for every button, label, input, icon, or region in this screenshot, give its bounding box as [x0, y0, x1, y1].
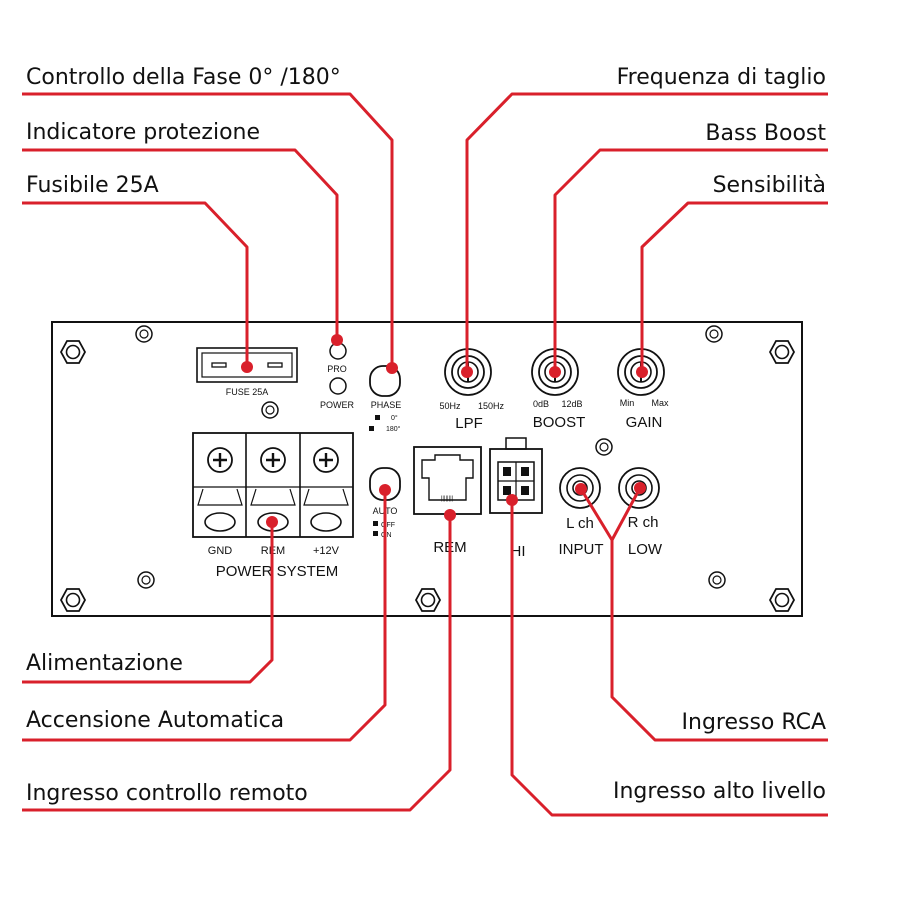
callout-dot [549, 366, 561, 378]
auto-off-label: OFF [381, 522, 395, 529]
callout-remote-control-input: Ingresso controllo remoto [26, 781, 308, 806]
screw-icon [768, 588, 796, 612]
callout-dot [241, 361, 253, 373]
mounting-hole-icon [595, 438, 613, 456]
gain-min-label: Min [620, 398, 635, 408]
mounting-hole-icon [708, 571, 726, 589]
callout-line-boost [553, 148, 828, 372]
callout-lines [22, 92, 828, 817]
callout-dot [636, 366, 648, 378]
phase-switch[interactable] [369, 365, 401, 397]
lpf-label: LPF [455, 415, 483, 432]
callout-line-remote [22, 515, 452, 812]
rca-left-jack[interactable] [559, 467, 601, 509]
gnd-label: GND [208, 545, 233, 557]
phase-0-label: 0° [391, 414, 398, 422]
amplifier-panel: FUSE 25A PRO POWER PHASE 0° 180° 50Hz 15… [51, 321, 803, 617]
screw-icon [59, 340, 87, 364]
gnd-terminal[interactable] [197, 447, 243, 532]
gain-max-label: Max [651, 398, 669, 408]
callout-labels: Controllo della Fase 0° /180° Indicatore… [26, 65, 826, 806]
callout-auto-power-on: Accensione Automatica [26, 708, 284, 733]
phase-switch-position-icon [375, 415, 380, 420]
lpf-max-label: 150Hz [478, 401, 505, 411]
screw-icon [59, 588, 87, 612]
callout-rca-input: Ingresso RCA [682, 710, 826, 735]
phase-180-label: 180° [386, 425, 401, 433]
callout-line-rca-right [610, 487, 642, 541]
callout-dot [266, 516, 278, 528]
input-label: INPUT [559, 541, 604, 558]
boost-label: BOOST [533, 414, 586, 431]
lch-label: L ch [566, 515, 594, 532]
low-label: LOW [628, 541, 663, 558]
auto-switch-position-icon [373, 531, 378, 536]
plus12v-label: +12V [313, 545, 340, 557]
callout-bass-boost: Bass Boost [705, 121, 826, 146]
callout-dot [386, 362, 398, 374]
callout-power-supply: Alimentazione [26, 651, 183, 676]
callout-high-level-input: Ingresso alto livello [613, 779, 826, 804]
mounting-hole-icon [137, 571, 155, 589]
callout-line-sensitivity [640, 201, 828, 372]
hi-level-connector[interactable] [489, 437, 543, 514]
power-terminal-block [192, 432, 354, 538]
callout-sensitivity: Sensibilità [713, 173, 826, 198]
callout-dot [575, 483, 587, 495]
fuse-label: FUSE 25A [226, 387, 269, 397]
rem-terminal[interactable] [250, 447, 296, 532]
mounting-hole-icon [135, 325, 153, 343]
screw-icon [414, 588, 442, 612]
lpf-min-label: 50Hz [439, 401, 461, 411]
callout-phase-control: Controllo della Fase 0° /180° [26, 65, 341, 90]
callout-line-power [22, 522, 274, 684]
screw-icon [768, 340, 796, 364]
gain-label: GAIN [626, 414, 663, 431]
auto-switch-position-icon [373, 521, 378, 526]
callout-dot [506, 494, 518, 506]
pro-label: PRO [327, 364, 347, 374]
callout-line-fuse [22, 201, 249, 367]
mounting-hole-icon [705, 325, 723, 343]
rch-label: R ch [628, 514, 659, 531]
callout-dot [634, 482, 646, 494]
callout-dot [331, 334, 343, 346]
callout-dot [444, 509, 456, 521]
callout-line-auto [22, 490, 387, 742]
callout-crossover-frequency: Frequenza di taglio [617, 65, 826, 90]
callout-dot [379, 484, 391, 496]
power-led [329, 377, 347, 395]
mounting-hole-icon [261, 401, 279, 419]
callout-line-protection [22, 148, 339, 340]
hi-label: HI [511, 543, 526, 560]
callout-line-highlevel [510, 500, 828, 817]
boost-max-label: 12dB [561, 399, 582, 409]
power-system-label: POWER SYSTEM [216, 563, 339, 580]
callout-line-phase [22, 92, 394, 368]
callout-protection-indicator: Indicatore protezione [26, 120, 260, 145]
callout-line-rca [610, 548, 828, 742]
callout-dot [461, 366, 473, 378]
phase-label: PHASE [371, 400, 402, 410]
svg-text:||||||||: |||||||| [441, 496, 454, 502]
callout-fuse: Fusibile 25A [26, 173, 159, 198]
phase-switch-position-icon [369, 426, 374, 431]
callout-line-frequency [465, 92, 828, 372]
power-led-label: POWER [320, 400, 355, 410]
plus12v-terminal[interactable] [303, 447, 349, 532]
boost-min-label: 0dB [533, 399, 549, 409]
